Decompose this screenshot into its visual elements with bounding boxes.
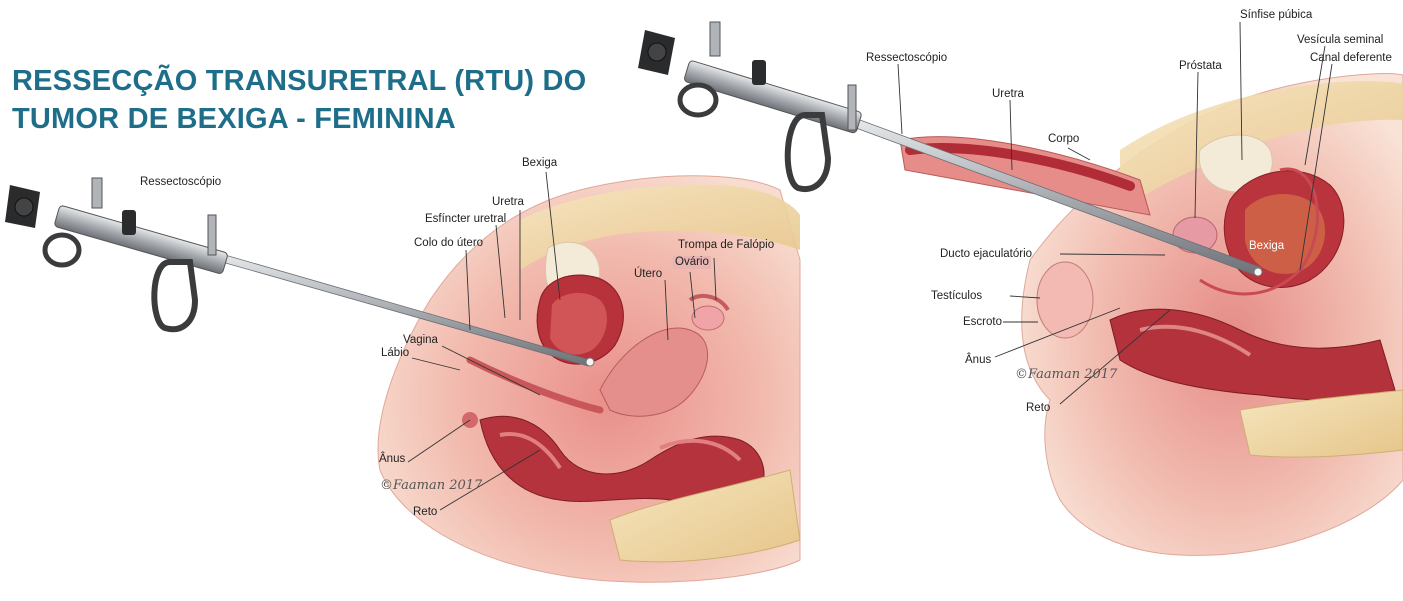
label-male-testicles: Testículos — [931, 290, 982, 303]
label-male-urethra: Uretra — [992, 88, 1024, 101]
label-female-rectum: Reto — [413, 506, 437, 519]
label-male-body: Corpo — [1048, 133, 1079, 146]
label-female-labia: Lábio — [381, 347, 409, 360]
label-female-anus: Ânus — [379, 453, 405, 466]
label-female-resectoscope: Ressectoscópio — [140, 176, 221, 189]
label-male-scrotum: Escroto — [963, 316, 1002, 329]
label-female-uterus: Útero — [634, 268, 662, 281]
label-male-prostate: Próstata — [1179, 60, 1222, 73]
male-testicle — [1037, 262, 1093, 338]
label-female-cervix: Colo do útero — [414, 237, 483, 250]
male-signature: ©Faaman 2017 — [1015, 367, 1117, 382]
label-female-urethral-sphincter: Esfíncter uretral — [425, 213, 506, 226]
label-male-pubic-symphysis: Sínfise púbica — [1240, 9, 1312, 22]
label-male-bladder: Bexiga — [1249, 240, 1284, 253]
label-female-vagina: Vagina — [403, 334, 438, 347]
label-female-bladder: Bexiga — [522, 157, 557, 170]
female-ovary — [692, 306, 724, 330]
label-male-resectoscope: Ressectoscópio — [866, 52, 947, 65]
label-female-urethra: Uretra — [492, 196, 524, 209]
label-male-seminal-vesicle: Vesícula seminal — [1297, 34, 1383, 47]
label-male-ejaculatory-duct: Ducto ejaculatório — [940, 248, 1032, 261]
label-female-fallopian-tube: Trompa de Falópio — [678, 239, 774, 252]
female-signature: ©Faaman 2017 — [380, 478, 482, 493]
label-female-ovary: Ovário — [673, 256, 711, 269]
male-anatomy — [900, 74, 1403, 556]
label-male-vas-deferens: Canal deferente — [1310, 52, 1392, 65]
label-male-anus: Ânus — [965, 354, 991, 367]
label-male-rectum: Reto — [1026, 402, 1050, 415]
